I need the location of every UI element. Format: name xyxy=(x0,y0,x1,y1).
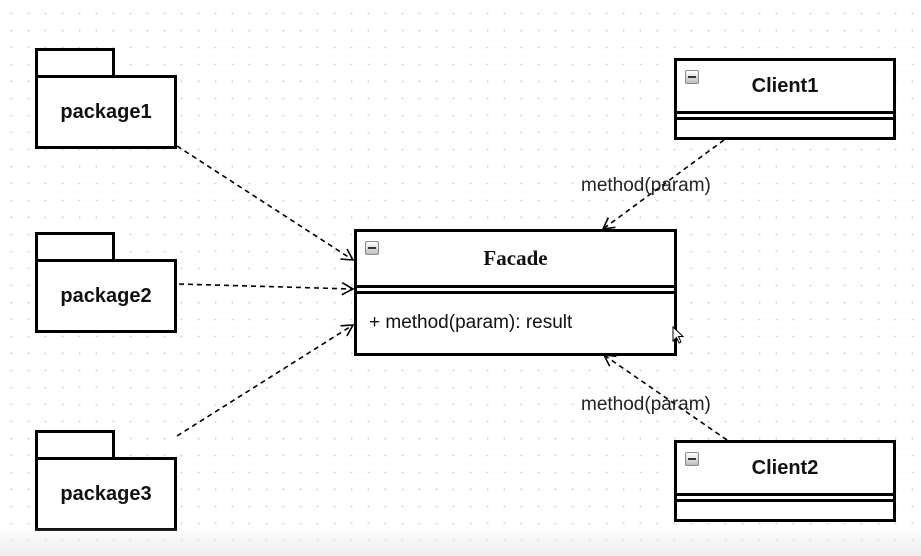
package2[interactable]: package2 xyxy=(35,232,177,333)
class-header: Facade xyxy=(357,232,674,285)
class-header: Client1 xyxy=(677,61,893,111)
package-tab xyxy=(35,430,115,458)
class-name: Facade xyxy=(483,246,548,270)
bottom-shadow xyxy=(0,526,921,556)
attributes-divider xyxy=(677,493,893,496)
operations-divider xyxy=(357,291,674,294)
attributes-divider xyxy=(677,111,893,114)
dependency-client2-facade xyxy=(602,354,728,441)
client1-edge-label: method(param) xyxy=(581,175,711,196)
class-name: Client1 xyxy=(751,74,819,97)
package-tab xyxy=(35,232,115,260)
client1-class[interactable]: Client1 xyxy=(674,58,896,140)
facade-class[interactable]: Facade + method(param): result xyxy=(354,229,677,356)
package-name: package2 xyxy=(60,284,152,307)
operations-compartment: + method(param): result xyxy=(357,294,674,352)
client2-edge-label: method(param) xyxy=(581,394,711,415)
package-body: package1 xyxy=(35,75,177,149)
package-body: package2 xyxy=(35,259,177,333)
package1[interactable]: package1 xyxy=(35,48,177,149)
dependency-package2-facade xyxy=(178,281,355,296)
collapse-minus-icon[interactable] xyxy=(685,452,699,466)
operations-divider xyxy=(677,499,893,502)
class-header: Client2 xyxy=(677,443,893,493)
class-name: Client2 xyxy=(751,456,819,479)
package-body: package3 xyxy=(35,457,177,531)
attributes-divider xyxy=(357,285,674,288)
package-tab xyxy=(35,48,115,76)
dependency-client1-facade xyxy=(601,139,725,230)
mouse-pointer-icon xyxy=(672,326,684,344)
client2-class[interactable]: Client2 xyxy=(674,440,896,522)
operation-method: + method(param): result xyxy=(369,312,573,333)
package3[interactable]: package3 xyxy=(35,430,177,531)
package-name: package3 xyxy=(60,482,152,505)
collapse-minus-icon[interactable] xyxy=(365,241,379,255)
collapse-minus-icon[interactable] xyxy=(685,70,699,84)
dependency-package3-facade xyxy=(176,324,355,437)
operations-divider xyxy=(677,117,893,120)
dependency-package1-facade xyxy=(176,145,355,261)
package-name: package1 xyxy=(60,100,152,123)
